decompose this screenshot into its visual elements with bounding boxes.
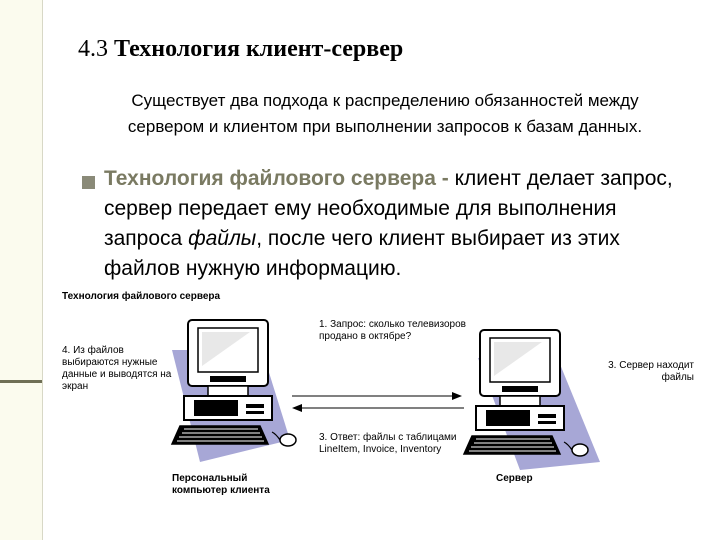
diagram-caption: Технология файлового сервера (62, 291, 221, 302)
step3-answer-label: 3. Ответ: файлы с таблицами LineItem, In… (319, 432, 457, 455)
bullet-emphasis: Технология файлового сервера - (104, 167, 449, 190)
bullet-part2: , после чего клиент выбирает из этих фай… (104, 227, 620, 280)
client-label: Персональный компьютер клиента (172, 473, 270, 496)
step3-server-label: 3. Сервер находит файлы (608, 360, 694, 383)
step1-label: 1. Запрос: сколько телевизоров продано в… (319, 319, 466, 342)
left-decor-accent (0, 380, 42, 383)
bullet-italic: файлы (188, 227, 257, 250)
arrow-right-icon (292, 392, 462, 400)
step4-label: 4. Из файлов выбираются нужные данные и … (62, 345, 172, 392)
bullet-square-icon (82, 176, 95, 189)
title-text: Технология клиент-сервер (114, 36, 404, 62)
left-decor-bar (0, 0, 42, 540)
bullet-text: Технология файлового сервера - клиент де… (104, 164, 694, 284)
server-label: Сервер (496, 473, 533, 484)
bullet-part1: клиент делает запрос, сервер передает ем… (104, 167, 673, 250)
slide-title: 4.3 Технология клиент-сервер (78, 36, 403, 63)
arrow-left-icon (292, 404, 464, 412)
left-decor-line (42, 0, 43, 540)
title-number: 4.3 (78, 36, 108, 62)
intro-text: Существует два подхода к распределению о… (127, 91, 643, 136)
